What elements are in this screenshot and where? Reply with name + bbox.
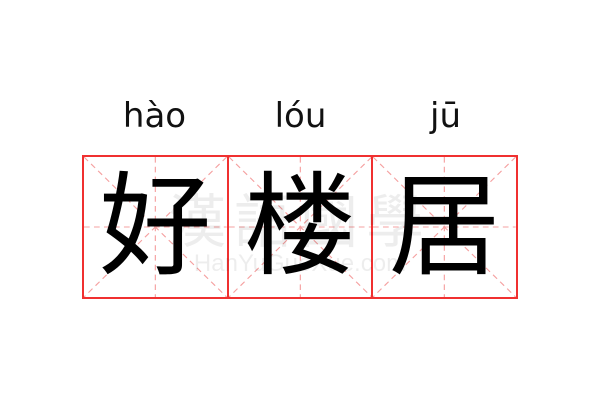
pinyin-2: lóu xyxy=(274,96,327,136)
guide-lines xyxy=(228,157,372,297)
guide-lines xyxy=(84,157,227,297)
character-cell: 好 xyxy=(84,157,227,297)
pinyin-1: hào xyxy=(122,96,187,136)
character-cell: 居 xyxy=(371,157,517,297)
character: 好 xyxy=(99,162,212,292)
pinyin-3: jū xyxy=(430,96,461,136)
character: 楼 xyxy=(244,162,356,292)
character-cell: 楼 xyxy=(226,157,372,297)
guide-lines xyxy=(373,157,517,297)
character-grid: 好 楼 居 xyxy=(82,155,518,299)
character: 居 xyxy=(388,162,501,292)
